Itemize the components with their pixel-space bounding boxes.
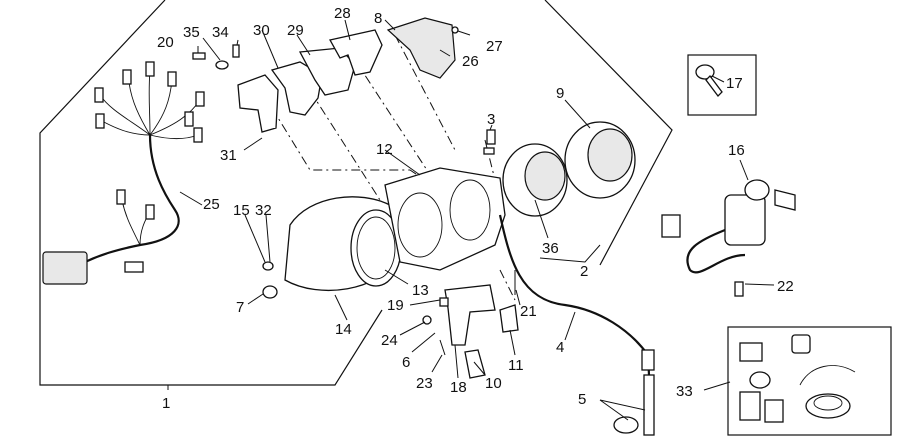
- label-6: 6: [402, 354, 410, 371]
- label-36: 36: [542, 240, 559, 257]
- screw-27: [451, 26, 471, 36]
- callout-labels: 1 2 3 4 5 6 7 8 9 10 11 12 13 14 15 16 1…: [157, 5, 794, 412]
- cover-26: [386, 17, 456, 79]
- assembly-1-boundary: [39, 0, 673, 386]
- ignition-switch-16: [661, 179, 796, 297]
- label-24: 24: [381, 332, 398, 349]
- label-21: 21: [520, 303, 537, 320]
- inset-box-17: [687, 54, 757, 116]
- small-fasteners-top: [192, 44, 240, 70]
- label-2: 2: [580, 263, 588, 280]
- label-3: 3: [487, 111, 495, 128]
- label-31: 31: [220, 147, 237, 164]
- bracket-10: [464, 349, 486, 379]
- bracket-30: [270, 61, 323, 116]
- label-26: 26: [462, 53, 479, 70]
- panel-12: [384, 167, 506, 271]
- label-5: 5: [578, 391, 586, 408]
- label-20: 20: [157, 34, 174, 51]
- drive-cable: [498, 214, 652, 396]
- key-17: [695, 64, 723, 97]
- label-8: 8: [374, 10, 382, 27]
- label-17: 17: [726, 75, 743, 92]
- label-15: 15: [233, 202, 250, 219]
- label-35: 35: [183, 24, 200, 41]
- label-7: 7: [236, 299, 244, 316]
- gauge-speedometer-36: [502, 143, 568, 217]
- wiring-harness: [42, 61, 205, 285]
- bulb-15-32: [262, 261, 274, 271]
- label-29: 29: [287, 22, 304, 39]
- label-13: 13: [412, 282, 429, 299]
- gasket-28: [329, 29, 383, 76]
- label-14: 14: [335, 321, 352, 338]
- screws-23-24: [422, 315, 446, 356]
- kit-33-parts: [739, 334, 856, 423]
- label-4: 4: [556, 339, 564, 356]
- label-34: 34: [212, 24, 229, 41]
- label-33: 33: [676, 383, 693, 400]
- label-1: 1: [162, 395, 170, 412]
- label-28: 28: [334, 5, 351, 22]
- label-27: 27: [486, 38, 503, 55]
- label-32: 32: [255, 202, 272, 219]
- inset-box-33: [727, 326, 892, 436]
- sensor-5: [613, 374, 655, 436]
- label-30: 30: [253, 22, 270, 39]
- bracket-11: [499, 304, 519, 333]
- label-16: 16: [728, 142, 745, 159]
- leader-lines: [167, 19, 775, 421]
- label-19: 19: [387, 297, 404, 314]
- gauge-tachometer-9: [564, 121, 636, 199]
- gauge-bracket-2: [539, 244, 601, 263]
- label-23: 23: [416, 375, 433, 392]
- bracket-19: [444, 284, 496, 346]
- bracket-31: [237, 74, 279, 133]
- label-22: 22: [777, 278, 794, 295]
- grommet-7: [262, 285, 278, 299]
- label-18: 18: [450, 379, 467, 396]
- label-25: 25: [203, 196, 220, 213]
- label-11: 11: [508, 357, 524, 374]
- label-10: 10: [485, 375, 502, 392]
- label-12: 12: [376, 141, 393, 158]
- screw-22: [734, 281, 744, 297]
- bolt-18: [439, 297, 449, 307]
- bracket-3: [483, 129, 496, 155]
- label-9: 9: [556, 85, 564, 102]
